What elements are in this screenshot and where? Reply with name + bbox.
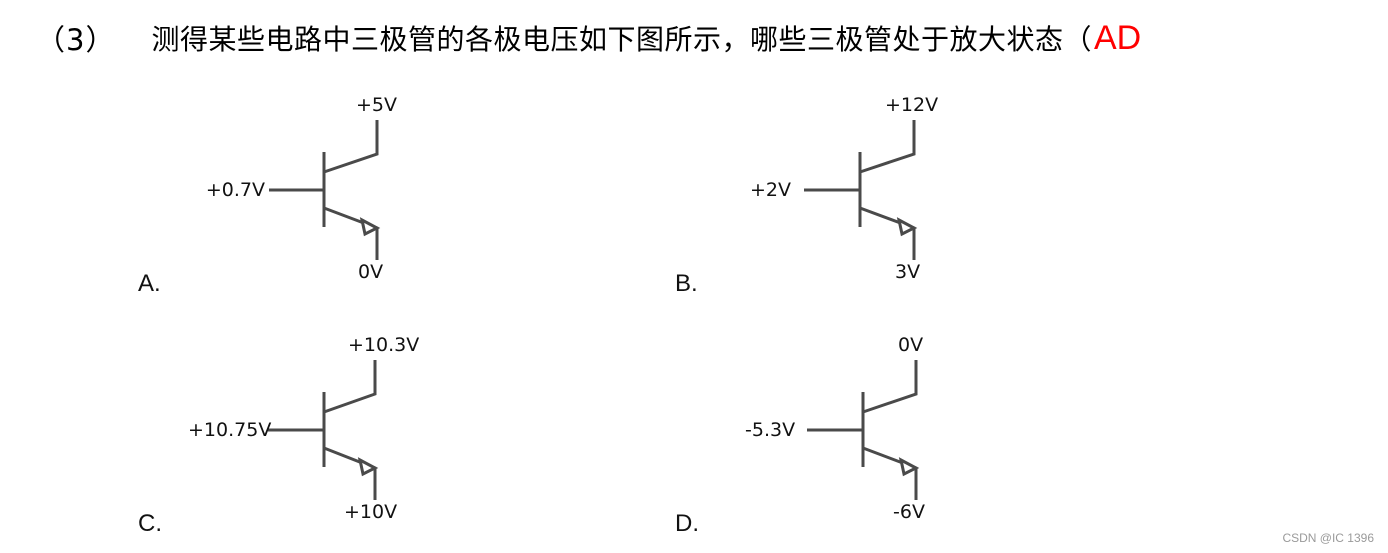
question-number: （3） (36, 23, 116, 57)
npn-transistor-icon (804, 120, 918, 260)
circuit-c: +10.3V +10.75V +10V C. (130, 328, 550, 543)
option-label: A. (138, 270, 161, 297)
circuit-b: +12V +2V 3V B. (667, 88, 1087, 303)
emitter-arrow-icon (896, 217, 918, 237)
base-voltage: +2V (750, 179, 792, 201)
emitter-wire (323, 446, 377, 500)
collector-voltage: +5V (356, 94, 398, 116)
emitter-voltage: 0V (358, 261, 384, 283)
base-voltage: -5.3V (745, 419, 796, 441)
collector-wire (323, 360, 377, 414)
emitter-wire (862, 446, 918, 500)
question-text: 测得某些电路中三极管的各极电压如下图所示，哪些三极管处于放大状态（ (151, 23, 1092, 56)
collector-voltage: +12V (885, 94, 939, 116)
option-label: C. (138, 510, 162, 537)
question-answer: AD (1093, 18, 1142, 57)
circuit-a: +5V +0.7V 0V A. (130, 88, 550, 303)
base-voltage: +0.7V (205, 179, 265, 201)
emitter-arrow-icon (898, 457, 920, 477)
base-voltage: +10.75V (188, 419, 272, 441)
emitter-voltage: 3V (895, 261, 921, 283)
collector-wire (862, 360, 918, 414)
collector-wire (859, 120, 916, 174)
emitter-wire (323, 206, 379, 260)
option-label: D. (675, 510, 699, 537)
emitter-arrow-icon (357, 457, 379, 477)
emitter-wire (859, 206, 916, 260)
emitter-voltage: +10V (344, 501, 398, 523)
emitter-arrow-icon (359, 217, 381, 237)
npn-transistor-icon (268, 360, 379, 500)
emitter-voltage: -6V (893, 501, 925, 523)
npn-transistor-icon (269, 120, 381, 260)
question-line: （3） 测得某些电路中三极管的各极电压如下图所示，哪些三极管处于放大状态（ AD (36, 16, 1141, 60)
npn-transistor-icon (807, 360, 920, 500)
collector-voltage: +10.3V (348, 334, 420, 356)
collector-voltage: 0V (898, 334, 924, 356)
watermark: CSDN @IC 1396 (1282, 531, 1374, 545)
collector-wire (323, 120, 379, 174)
option-label: B. (675, 270, 698, 297)
circuit-d: 0V -5.3V -6V D. (667, 328, 1087, 543)
